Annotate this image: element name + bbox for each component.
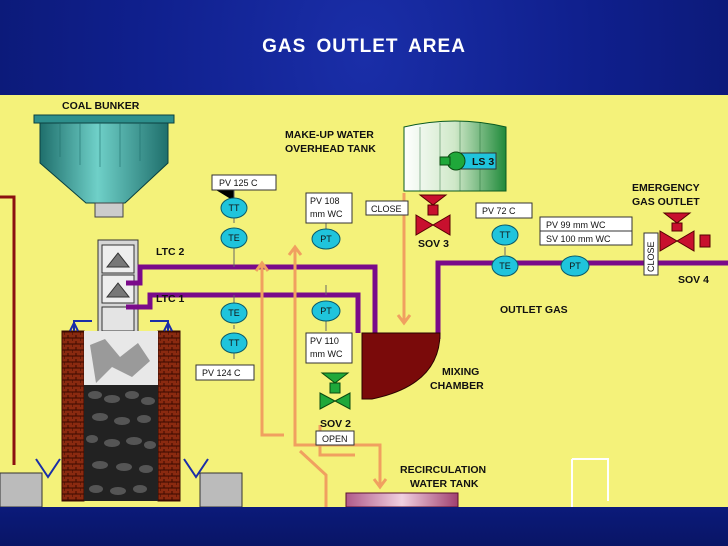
sov3-label: SOV 3 <box>418 238 449 250</box>
sov2-status-box <box>315 430 355 446</box>
ls3-label: LS 3 <box>472 156 494 168</box>
mixing-label-2: CHAMBER <box>430 380 484 392</box>
tt-outlet-instrument[interactable]: TT <box>491 224 519 246</box>
te-lower-instrument[interactable]: TE <box>220 302 248 324</box>
svg-text:TE: TE <box>228 233 240 243</box>
svg-text:PT: PT <box>569 261 581 271</box>
coal-shaft <box>97 239 139 333</box>
svg-text:TT: TT <box>500 230 511 240</box>
outlet-line <box>571 235 647 507</box>
sov4-valve[interactable] <box>659 212 711 252</box>
svg-text:mm WC: mm WC <box>310 209 343 219</box>
svg-text:PV 110: PV 110 <box>310 336 339 346</box>
pt-lower-instrument[interactable]: PT <box>311 300 341 322</box>
recirculation-water-tank <box>345 492 459 507</box>
emergency-label-2: GAS OUTLET <box>632 196 700 208</box>
sov2-status: OPEN <box>322 434 348 444</box>
sov4-label: SOV 4 <box>678 274 709 286</box>
pv108-readout: PV 108 mm WC <box>305 192 353 224</box>
pv124-readout: PV 124 C <box>195 364 255 381</box>
svg-text:PT: PT <box>320 306 332 316</box>
svg-text:TT: TT <box>229 203 240 213</box>
recirc-label-1: RECIRCULATION <box>400 464 486 476</box>
mixing-label-1: MIXING <box>442 366 479 378</box>
ltc1-label: LTC 1 <box>156 293 185 305</box>
te-upper-instrument[interactable]: TE <box>220 227 248 249</box>
recirc-label-2: WATER TANK <box>410 478 479 490</box>
svg-text:TE: TE <box>228 308 240 318</box>
pv110-readout: PV 110 mm WC <box>305 332 353 364</box>
svg-text:PV 72 C: PV 72 C <box>482 206 516 216</box>
sov2-valve[interactable] <box>319 372 351 410</box>
svg-text:mm WC: mm WC <box>310 349 343 359</box>
slide-title: GAS OUTLET AREA <box>262 36 466 57</box>
pt-upper-instrument[interactable]: PT <box>311 228 341 250</box>
sov2-label: SOV 2 <box>320 418 351 430</box>
mixing-chamber <box>361 332 441 400</box>
ash-pans <box>0 458 243 507</box>
pt-outlet-instrument[interactable]: PT <box>560 255 590 277</box>
pv72-readout: PV 72 C <box>475 202 533 219</box>
pv125-readout: PV 125 C <box>211 174 277 191</box>
makeup-tank-label-2: OVERHEAD TANK <box>285 143 376 155</box>
sov4-status: CLOSE <box>646 241 656 272</box>
te-outlet-instrument[interactable]: TE <box>491 255 519 277</box>
svg-text:PV 124 C: PV 124 C <box>202 368 241 378</box>
slide-footer-bar <box>0 507 728 546</box>
emergency-label-1: EMERGENCY <box>632 182 700 194</box>
tt-lower-instrument[interactable]: TT <box>220 332 248 354</box>
tt-upper-instrument[interactable]: TT <box>220 197 248 219</box>
ltc2-label: LTC 2 <box>156 246 185 258</box>
sov4-status-box <box>643 232 659 276</box>
svg-text:PV 125 C: PV 125 C <box>219 178 258 188</box>
svg-text:PV 99 mm WC: PV 99 mm WC <box>546 220 606 230</box>
ls3-level-switch[interactable]: LS 3 <box>439 151 497 171</box>
coal-bunker <box>33 114 175 218</box>
svg-text:TT: TT <box>229 338 240 348</box>
left-flue-line <box>0 195 16 465</box>
svg-text:TE: TE <box>499 261 511 271</box>
svg-text:SV 100 mm WC: SV 100 mm WC <box>546 234 611 244</box>
gas-pipes <box>126 260 728 339</box>
svg-text:PV 108: PV 108 <box>310 196 340 206</box>
process-diagram: COAL BUNKER LS 3 MAKE-UP WATER OVERHEAD … <box>0 95 728 507</box>
sov3-valve[interactable] <box>415 194 451 236</box>
outlet-gas-label: OUTLET GAS <box>500 304 568 316</box>
furnace <box>61 320 181 502</box>
svg-text:PT: PT <box>320 234 332 244</box>
sov3-status: CLOSE <box>371 204 402 214</box>
water-arrows <box>254 244 412 490</box>
pv99-sv100-readout: PV 99 mm WC SV 100 mm WC <box>539 216 633 246</box>
makeup-tank-label-1: MAKE-UP WATER <box>285 129 374 141</box>
sov3-status-box <box>365 200 409 216</box>
coal-bunker-label: COAL BUNKER <box>62 100 140 112</box>
